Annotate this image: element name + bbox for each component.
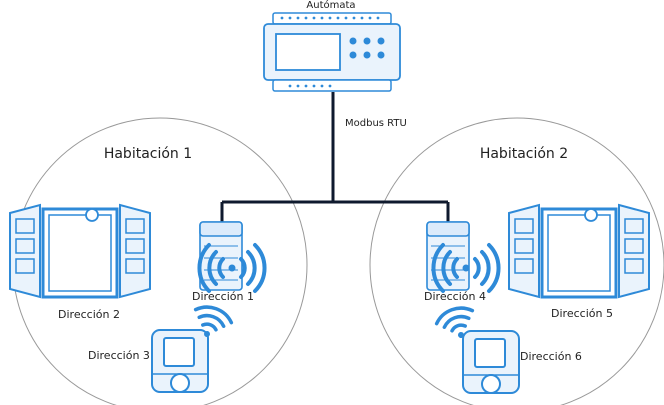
device-label-1: Dirección 1 <box>192 290 254 303</box>
thermostat-1-icon <box>151 329 209 393</box>
thermostat-2-icon <box>462 330 520 394</box>
plc-device: Autómata <box>263 0 401 92</box>
device-label-2: Dirección 2 <box>58 308 120 321</box>
window-1-icon <box>8 203 152 299</box>
device-label-6: Dirección 6 <box>520 350 582 363</box>
room-2-boundary <box>369 117 664 405</box>
receiver-1-icon <box>199 221 243 291</box>
modbus-bus <box>220 92 450 222</box>
plc-label: Autómata <box>306 0 355 11</box>
room-2-title: Habitación 2 <box>480 146 568 162</box>
device-label-3: Dirección 3 <box>88 349 150 362</box>
room-1-title: Habitación 1 <box>104 146 192 162</box>
window-2-icon <box>507 203 651 299</box>
bus-label: Modbus RTU <box>345 118 407 129</box>
device-label-5: Dirección 5 <box>551 307 613 320</box>
device-label-4: Dirección 4 <box>424 290 486 303</box>
